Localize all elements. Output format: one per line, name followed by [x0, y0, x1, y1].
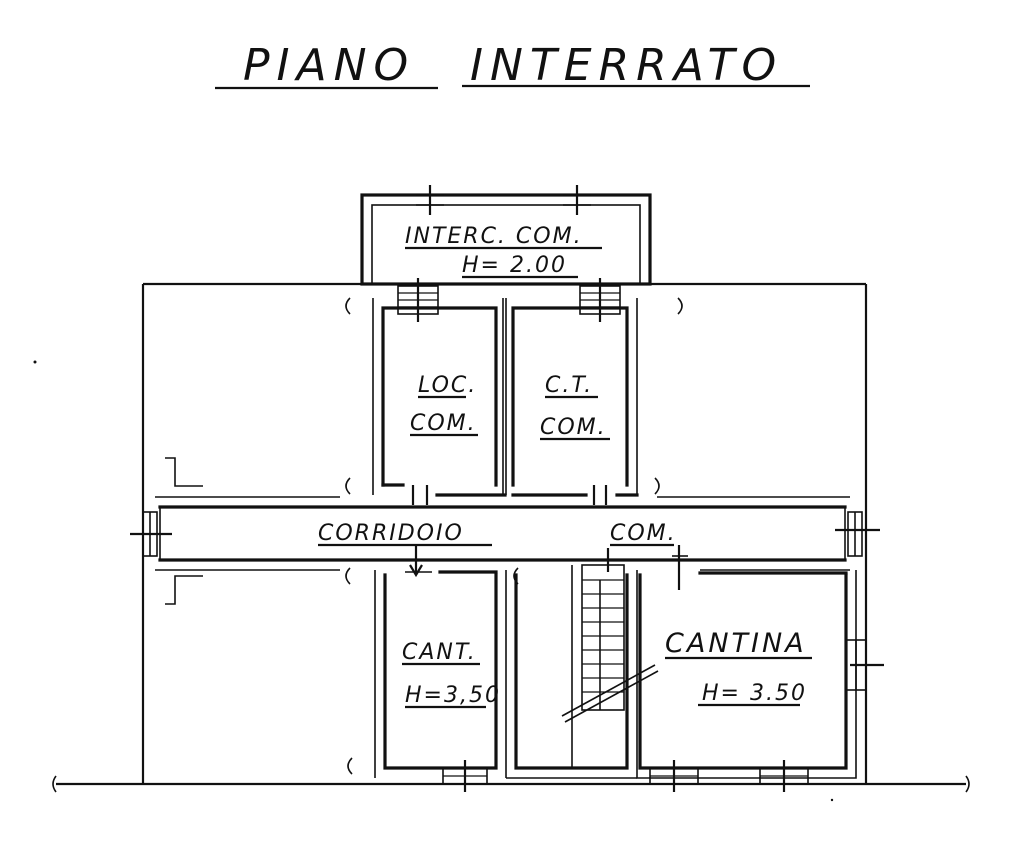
- label-cant-name: CANT.: [402, 640, 477, 665]
- window-cantina-east: [850, 639, 884, 691]
- room-walls: [155, 298, 857, 779]
- door-cantina: [672, 545, 688, 590]
- label-corridoio-com: COM.: [610, 521, 677, 546]
- label-loc-line1: LOC.: [418, 373, 477, 398]
- scan-dot: [830, 798, 834, 802]
- label-interc-name: INTERC. COM.: [405, 224, 583, 249]
- window-ct-top: [579, 278, 621, 322]
- door-loc: [411, 485, 429, 505]
- label-ct-line1: C.T.: [545, 373, 593, 398]
- scan-dot: [33, 360, 37, 364]
- window-cantina-bottom-2: [759, 760, 809, 792]
- label-ct-line2: COM.: [540, 415, 607, 440]
- title-interrato: INTERRATO: [470, 40, 783, 91]
- window-interc-right: [563, 185, 591, 215]
- room-labels: INTERC. COM. H= 2.00 LOC. COM. C.T. COM.…: [318, 224, 812, 709]
- label-corridoio: CORRIDOIO: [318, 521, 464, 546]
- staircase: [561, 564, 659, 768]
- label-cantina-height: H= 3.50: [702, 681, 807, 706]
- door-cant: [405, 545, 432, 578]
- doors: [405, 485, 688, 590]
- window-cantina-bottom-1: [649, 760, 699, 792]
- drawing-title: PIANO INTERRATO: [215, 40, 810, 91]
- door-ct: [592, 485, 608, 505]
- label-loc-line2: COM.: [410, 411, 477, 436]
- interc-inner-wall: [371, 204, 641, 285]
- title-piano: PIANO: [243, 40, 415, 91]
- break-marks: [165, 297, 683, 775]
- window-cant-bottom: [442, 760, 488, 792]
- window-interc-left: [416, 185, 444, 215]
- window-corridor-west: [130, 511, 172, 557]
- label-cant-height: H=3,50: [405, 683, 501, 708]
- outer-walls: [52, 193, 970, 793]
- windows: [130, 185, 884, 792]
- label-cantina-name: CANTINA: [665, 628, 807, 659]
- window-corridor-east: [835, 511, 880, 557]
- label-interc-height: H= 2.00: [462, 253, 567, 278]
- window-loc-top: [397, 278, 439, 322]
